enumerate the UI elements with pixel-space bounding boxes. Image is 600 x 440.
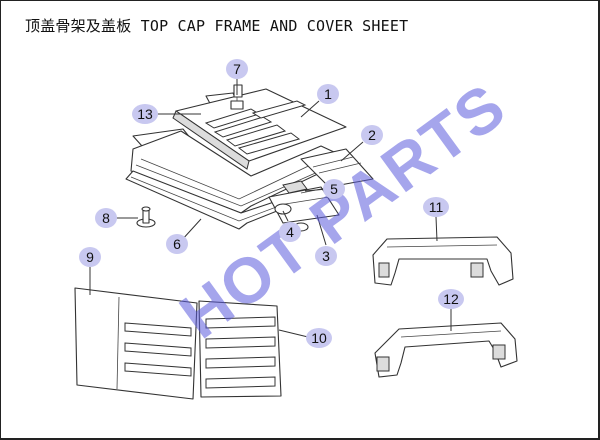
callout-4-label: 4: [286, 224, 294, 240]
callout-6: 6: [166, 234, 188, 254]
callout-3: 3: [315, 246, 337, 266]
part-9-cover-panel: [74, 287, 198, 400]
callout-12-label: 12: [443, 291, 459, 307]
callout-10: 10: [306, 328, 332, 348]
callout-1: 1: [317, 84, 339, 104]
callout-10-label: 10: [311, 330, 327, 346]
part-7-clip: [233, 84, 243, 98]
callout-8: 8: [95, 208, 117, 228]
diagram-title: 顶盖骨架及盖板 TOP CAP FRAME AND COVER SHEET: [25, 17, 409, 35]
callout-13-label: 13: [137, 106, 153, 122]
callout-8-label: 8: [102, 210, 110, 226]
callout-13: 13: [132, 104, 158, 124]
callout-5-label: 5: [330, 181, 338, 197]
callout-1-label: 1: [324, 86, 332, 102]
callout-7-label: 7: [233, 61, 241, 77]
callout-5: 5: [323, 179, 345, 199]
leader-lines: [89, 79, 452, 338]
callout-3-label: 3: [322, 248, 330, 264]
part-12-handle: [374, 322, 518, 378]
callout-12: 12: [438, 289, 464, 309]
callout-11-label: 11: [429, 199, 444, 215]
callout-9: 9: [79, 247, 101, 267]
callout-2: 2: [361, 125, 383, 145]
top-cap-assembly: [125, 84, 374, 232]
callout-6-label: 6: [173, 236, 181, 252]
callout-11: 11: [423, 197, 449, 217]
callout-2-label: 2: [368, 127, 376, 143]
part-1-cover-sheet: [172, 88, 347, 170]
part-2-cross-member: [300, 148, 374, 188]
callout-4: 4: [279, 222, 301, 242]
callout-9-label: 9: [86, 249, 94, 265]
part-11-handle: [372, 236, 514, 286]
part-8-stud: [136, 206, 156, 228]
part-10-cover-panel: [198, 300, 282, 398]
callout-7: 7: [226, 59, 248, 79]
